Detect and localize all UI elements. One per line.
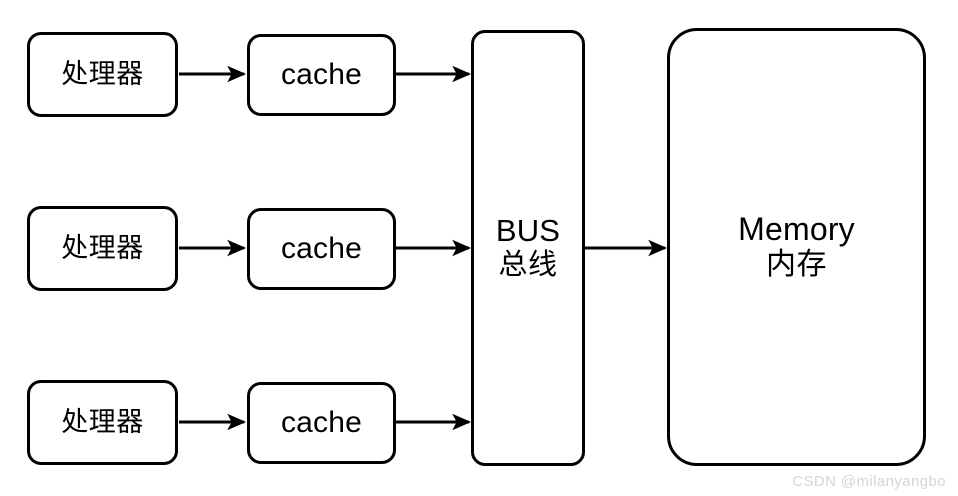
node-processor-2[interactable]: 处理器 xyxy=(27,206,178,291)
node-processor-3[interactable]: 处理器 xyxy=(27,380,178,465)
node-label: 处理器 xyxy=(61,59,144,90)
node-cache-3[interactable]: cache xyxy=(247,382,396,464)
node-label-cn: 总线 xyxy=(498,249,558,282)
node-memory[interactable]: Memory 内存 xyxy=(667,28,926,466)
node-label: 处理器 xyxy=(61,233,144,264)
node-cache-1[interactable]: cache xyxy=(247,34,396,116)
node-label: cache xyxy=(280,406,363,440)
node-label-en: Memory xyxy=(738,211,855,248)
node-label-cn: 内存 xyxy=(766,248,827,282)
node-label: 处理器 xyxy=(61,407,144,438)
watermark: CSDN @milanyangbo xyxy=(792,473,946,490)
node-label-en: BUS xyxy=(495,213,561,249)
node-cache-2[interactable]: cache xyxy=(247,208,396,290)
node-label: cache xyxy=(280,58,363,92)
node-label: cache xyxy=(280,232,363,266)
node-processor-1[interactable]: 处理器 xyxy=(27,32,178,117)
node-bus[interactable]: BUS 总线 xyxy=(471,30,585,466)
